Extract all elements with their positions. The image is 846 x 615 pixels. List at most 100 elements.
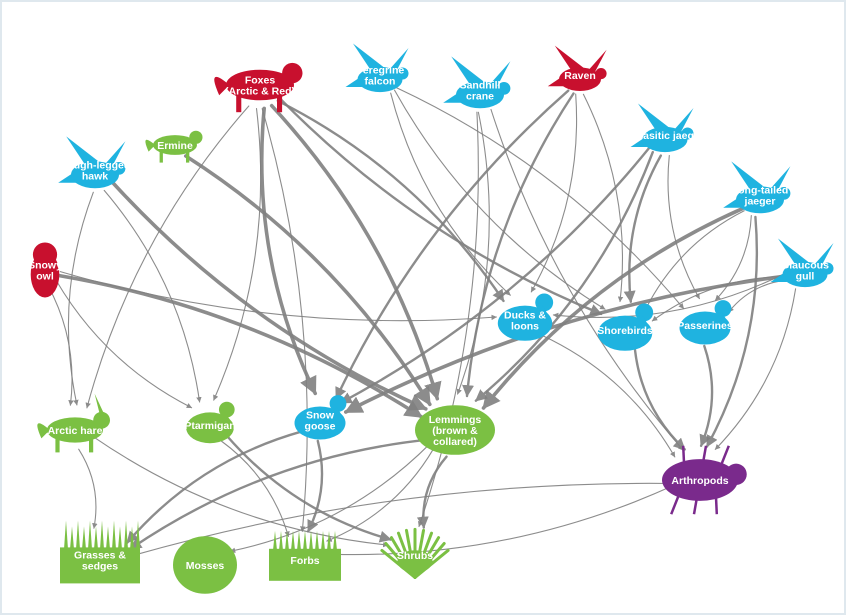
gull-icon bbox=[770, 238, 834, 288]
link-sandhill-to-arthropods bbox=[490, 108, 684, 451]
node-arctichare: Arctic hare bbox=[37, 393, 110, 453]
shorebird-icon bbox=[597, 303, 654, 351]
links-layer bbox=[47, 87, 797, 558]
node-shorebirds: Shorebirds bbox=[597, 303, 654, 351]
link-snowyowl-to-arctichare bbox=[47, 284, 74, 406]
node-label-shrubs: Shrubs bbox=[397, 550, 433, 562]
lemming-icon bbox=[415, 405, 495, 455]
node-foxes: Foxes(Arctic & Red) bbox=[214, 62, 303, 113]
link-snowyowl-to-lemmings bbox=[57, 273, 424, 419]
node-label-ducks: Ducks & bbox=[504, 310, 546, 322]
link-peregrine-to-shorebirds bbox=[393, 89, 606, 310]
songbird-icon bbox=[679, 300, 732, 345]
node-label-ptarmigan: Ptarmigan bbox=[184, 420, 235, 432]
node-label-grasses: Grasses & bbox=[74, 550, 126, 562]
node-ermine: Ermine bbox=[145, 130, 203, 163]
node-label-peregrine: falcon bbox=[365, 76, 396, 88]
node-label-parasitic: Parasitic jaeger bbox=[626, 130, 704, 142]
link-snowyowl-to-ptarmigan bbox=[55, 279, 193, 409]
link-longtailed-to-passerines bbox=[714, 215, 752, 301]
link-longtailed-to-arthropods bbox=[705, 215, 759, 448]
node-label-longtailed: Long-tailed bbox=[732, 185, 789, 197]
hawk-icon bbox=[58, 136, 126, 189]
link-foxes-to-ptarmigan bbox=[213, 107, 262, 401]
link-arctichare-to-shrubs bbox=[92, 436, 389, 548]
node-lemmings: Lemmings(brown &collared) bbox=[415, 405, 495, 455]
link-foxes-to-lemmings bbox=[269, 103, 442, 401]
node-label-snowyowl: Snowy bbox=[28, 260, 62, 272]
link-foxes-to-shorebirds bbox=[278, 97, 603, 316]
link-peregrine-to-passerines bbox=[396, 87, 685, 310]
node-label-lemmings: collared) bbox=[433, 436, 477, 448]
link-foxes-to-ducks bbox=[276, 99, 505, 303]
node-label-foxes: Foxes bbox=[245, 75, 276, 87]
link-ptarmigan-to-shrubs bbox=[225, 434, 392, 543]
link-ducks-to-arthropods bbox=[540, 334, 676, 458]
node-label-shorebirds: Shorebirds bbox=[597, 325, 653, 337]
jaeger-icon bbox=[630, 103, 694, 153]
shrub-icon bbox=[380, 527, 450, 579]
link-foxes-to-forbs bbox=[261, 108, 308, 532]
link-passerines-to-arthropods bbox=[699, 344, 714, 447]
forb-icon bbox=[269, 530, 341, 581]
node-parasitic: Parasitic jaeger bbox=[626, 103, 704, 153]
node-label-raven: Raven bbox=[564, 70, 596, 82]
node-label-glaucous: Glaucous bbox=[781, 260, 829, 272]
node-label-arthropods: Arthropods bbox=[671, 475, 728, 487]
node-label-passerines: Passerines bbox=[677, 320, 733, 332]
node-shrubs: Shrubs bbox=[380, 527, 450, 579]
ptarmigan-icon bbox=[186, 401, 235, 444]
link-snowyowl-to-ducks bbox=[59, 271, 497, 322]
link-snowgoose-to-grasses bbox=[126, 430, 304, 544]
node-label-arctichare: Arctic hare bbox=[48, 425, 103, 437]
link-parasitic-to-shorebirds bbox=[623, 154, 662, 303]
link-lemmings-to-forbs bbox=[326, 447, 435, 542]
duck-icon bbox=[497, 293, 554, 341]
link-parasitic-to-lemmings bbox=[474, 150, 654, 402]
node-label-foxes: (Arctic & Red) bbox=[225, 86, 295, 98]
link-glaucous-to-arthropods bbox=[714, 288, 797, 450]
node-label-ermine: Ermine bbox=[157, 140, 193, 152]
link-longtailed-to-lemmings bbox=[481, 206, 745, 410]
node-passerines: Passerines bbox=[677, 300, 733, 345]
link-foxes-to-snowgoose bbox=[259, 106, 317, 396]
node-label-forbs: Forbs bbox=[290, 555, 319, 567]
node-label-longtailed: jaeger bbox=[744, 196, 776, 208]
raven-icon bbox=[547, 45, 607, 91]
link-longtailed-to-shorebirds bbox=[644, 210, 745, 311]
link-parasitic-to-passerines bbox=[667, 154, 700, 300]
fox-icon bbox=[214, 62, 303, 113]
link-lemmings-to-grasses bbox=[129, 438, 430, 551]
node-label-mosses: Mosses bbox=[186, 560, 225, 572]
link-foxes-to-arctichare bbox=[85, 105, 250, 409]
node-label-sandhill: Sandhill bbox=[460, 80, 501, 92]
link-parasitic-to-snowgoose bbox=[339, 147, 650, 404]
jaeger-icon bbox=[723, 161, 791, 214]
node-label-sandhill: crane bbox=[466, 91, 494, 103]
node-label-roughlegged: Rough-legged bbox=[60, 160, 131, 172]
node-label-snowgoose: Snow bbox=[306, 410, 335, 422]
link-ptarmigan-to-forbs bbox=[220, 440, 290, 537]
hare-icon bbox=[37, 393, 110, 453]
link-lemmings-to-shrubs bbox=[416, 455, 448, 529]
link-arthropods-to-forbs bbox=[332, 484, 675, 558]
beetle-icon bbox=[662, 445, 747, 515]
link-shorebirds-to-arthropods bbox=[633, 348, 686, 451]
link-glaucous-to-shorebirds bbox=[651, 276, 786, 322]
node-label-glaucous: gull bbox=[796, 271, 815, 283]
link-raven-to-ducks bbox=[530, 93, 578, 293]
link-snowgoose-to-forbs bbox=[306, 439, 324, 533]
node-label-snowgoose: goose bbox=[305, 421, 336, 433]
ermine-icon bbox=[145, 130, 203, 163]
node-label-snowyowl: owl bbox=[36, 271, 54, 283]
node-label-lemmings: (brown & bbox=[432, 425, 478, 437]
node-grasses: Grasses &sedges bbox=[60, 520, 140, 584]
link-roughlegged-to-ptarmigan bbox=[103, 189, 202, 403]
